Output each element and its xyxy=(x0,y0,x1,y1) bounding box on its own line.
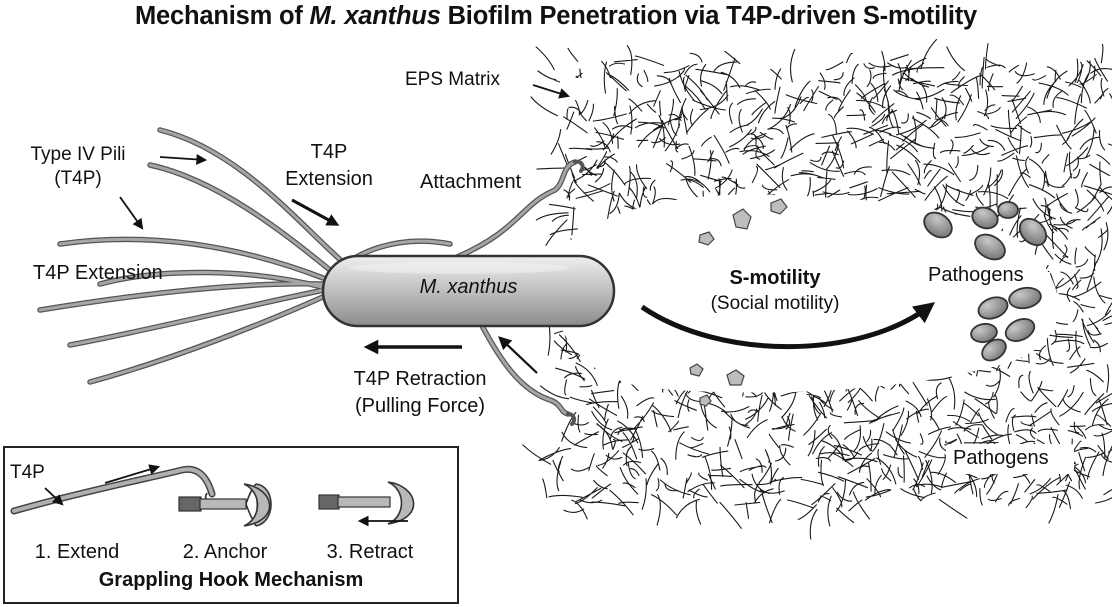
type-iv-pili-label-line2: (T4P) xyxy=(54,168,102,189)
pathogens-upper-label: Pathogens xyxy=(928,264,1024,286)
inset-step-retract: 3. Retract xyxy=(326,541,414,563)
inset-t4p-label: T4P xyxy=(10,462,45,483)
type-iv-pili-label: Type IV Pili (T4P) xyxy=(18,143,138,191)
t4p-extension-top-label: T4P Extension xyxy=(254,139,404,193)
t4p-extension-top-line1: T4P xyxy=(310,141,348,163)
inset-caption: Grappling Hook Mechanism xyxy=(98,569,364,591)
annotation-arrows xyxy=(119,84,571,374)
cell-name-label: M. xanthus xyxy=(419,276,518,298)
eps-label-patch xyxy=(560,78,600,100)
penetration-tunnel xyxy=(548,194,1059,393)
eps-matrix-label: EPS Matrix xyxy=(405,69,501,90)
attachment-label: Attachment xyxy=(420,171,522,193)
t4p-extension-left-label: T4P Extension xyxy=(33,262,163,284)
t4p-extension-top-line2: Extension xyxy=(285,168,373,190)
t4p-retraction-line2: (Pulling Force) xyxy=(354,395,486,417)
t4p-retraction-line1: T4P Retraction xyxy=(353,368,487,390)
pathogens-lower-label-patch xyxy=(946,444,1074,474)
t4p-retraction-label: T4P Retraction (Pulling Force) xyxy=(320,366,520,420)
pathogens-lower-label: Pathogens xyxy=(953,447,1049,469)
type-iv-pili-label-line1: Type IV Pili xyxy=(30,144,126,165)
s-motility-subtitle: (Social motility) xyxy=(710,293,840,314)
diagram-title: Mechanism of M. xanthus Biofilm Penetrat… xyxy=(134,2,978,30)
m-xanthus-cell xyxy=(321,254,616,328)
s-motility-title: S-motility xyxy=(729,267,821,289)
inset-step-anchor: 2. Anchor xyxy=(182,541,268,563)
inset-step-extend: 1. Extend xyxy=(34,541,120,563)
matrix-debris xyxy=(689,198,788,407)
grappling-hook-inset xyxy=(3,446,459,604)
pathogen-cluster xyxy=(923,201,1048,362)
type-iv-pili xyxy=(37,127,585,426)
s-motility-arrow xyxy=(640,302,935,350)
